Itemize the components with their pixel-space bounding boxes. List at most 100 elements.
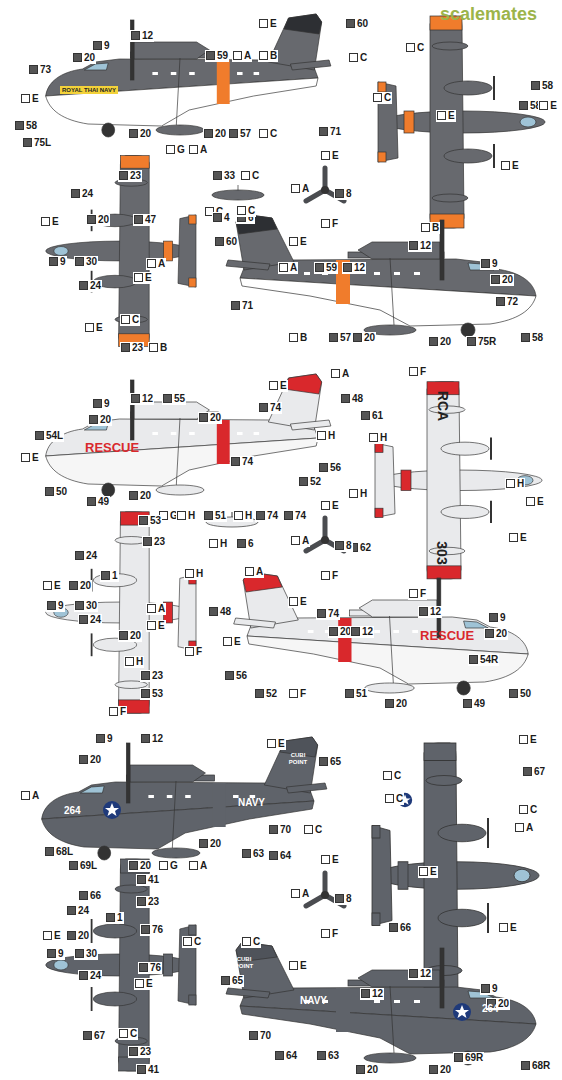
paint-icon <box>267 739 276 748</box>
paint-icon <box>317 431 326 440</box>
paint-icon <box>147 621 156 630</box>
paint-callout: F <box>320 928 339 940</box>
paint-icon <box>373 93 382 102</box>
paint-callout: A <box>244 566 264 578</box>
callout-text: F <box>332 928 338 939</box>
paint-icon <box>499 923 508 932</box>
callout-text: 20 <box>502 274 513 285</box>
decal-callout: 20 <box>490 274 514 286</box>
paint-icon <box>349 53 358 62</box>
decal-icon <box>485 629 494 638</box>
callout-text: 24 <box>82 188 93 199</box>
callout-text: E <box>510 922 517 933</box>
decal-callout: 20 <box>355 1064 379 1076</box>
callout-text: 20 <box>440 1064 451 1075</box>
callout-text: C <box>253 936 260 947</box>
callout-text: E <box>448 110 455 121</box>
paint-callout: C <box>384 793 404 805</box>
decal-icon <box>317 1051 326 1060</box>
decal-icon <box>409 969 418 978</box>
callout-text: 12 <box>142 393 153 404</box>
paint-callout: F <box>320 570 339 582</box>
callout-text: 56 <box>236 670 247 681</box>
paint-callout: E <box>418 866 438 878</box>
callout-text: 24 <box>90 614 101 625</box>
callout-text: 20 <box>498 998 509 1009</box>
decal-callout: 75L <box>22 137 52 149</box>
paint-icon <box>41 217 50 226</box>
decal-callout: 66 <box>78 890 102 902</box>
decal-icon <box>509 689 518 698</box>
paint-callout: C <box>405 42 425 54</box>
decal-icon <box>242 849 251 858</box>
callout-text: E <box>550 100 557 111</box>
decal-icon <box>429 1065 438 1074</box>
paint-callout: E <box>288 596 308 608</box>
callout-text: A <box>158 258 165 269</box>
callout-text: F <box>420 366 426 377</box>
decal-icon <box>206 51 215 60</box>
callout-text: 12 <box>372 988 383 999</box>
decal-callout: 20 <box>72 52 96 64</box>
decal-callout: 74 <box>230 456 254 468</box>
decal-icon <box>129 129 138 138</box>
decal-icon <box>231 301 240 310</box>
callout-text: E <box>300 960 307 971</box>
callout-text: A <box>244 50 251 61</box>
paint-icon <box>539 101 548 110</box>
decal-icon <box>93 399 102 408</box>
decal-callout: 20 <box>328 626 352 638</box>
paint-callout: C <box>182 936 202 948</box>
marking-text: 303 <box>434 541 450 564</box>
decal-callout: 75R <box>466 336 497 348</box>
decal-callout: 65 <box>220 975 244 987</box>
decal-callout: 20 <box>88 414 112 426</box>
decal-icon <box>385 699 394 708</box>
callout-text: E <box>234 636 241 647</box>
paint-callout: E <box>436 110 456 122</box>
callout-text: 47 <box>145 214 156 225</box>
callout-text: 64 <box>286 1050 297 1061</box>
aircraft-plan <box>46 512 196 713</box>
decal-icon <box>469 655 478 664</box>
paint-callout: A <box>146 258 166 270</box>
decal-icon <box>215 237 224 246</box>
callout-text: 8 <box>346 540 352 551</box>
callout-text: 53 <box>150 515 161 526</box>
callout-text: 24 <box>86 550 97 561</box>
callout-text: H <box>136 656 143 667</box>
decal-icon <box>71 189 80 198</box>
callout-text: E <box>530 734 537 745</box>
paint-callout: E <box>134 978 154 990</box>
callout-text: H <box>188 510 195 521</box>
decal-callout: 24 <box>66 905 90 917</box>
decal-callout: 8 <box>334 188 353 200</box>
callout-text: 66 <box>400 922 411 933</box>
paint-icon <box>519 805 528 814</box>
national-insignia <box>103 801 121 819</box>
callout-text: G <box>177 144 185 155</box>
decal-icon <box>79 615 88 624</box>
paint-icon <box>134 273 143 282</box>
callout-text: 49 <box>98 496 109 507</box>
decal-icon <box>119 631 128 640</box>
paint-callout: A <box>278 262 298 274</box>
aircraft-plan <box>378 16 545 228</box>
paint-icon <box>121 315 130 324</box>
callout-text: C <box>394 770 401 781</box>
paint-callout: C <box>518 804 538 816</box>
decal-callout: 74 <box>258 402 282 414</box>
paint-icon <box>321 855 330 864</box>
decal-icon <box>141 671 150 680</box>
decal-icon <box>419 607 428 616</box>
decal-icon <box>225 671 234 680</box>
callout-text: 74 <box>267 510 278 521</box>
decal-callout: 12 <box>130 393 154 405</box>
paint-icon <box>506 479 515 488</box>
callout-text: A <box>200 144 207 155</box>
decal-icon <box>79 971 88 980</box>
aircraft-plan <box>375 382 542 579</box>
paint-callout: E <box>268 380 288 392</box>
aircraft-side <box>46 374 331 497</box>
paint-icon <box>289 689 298 698</box>
